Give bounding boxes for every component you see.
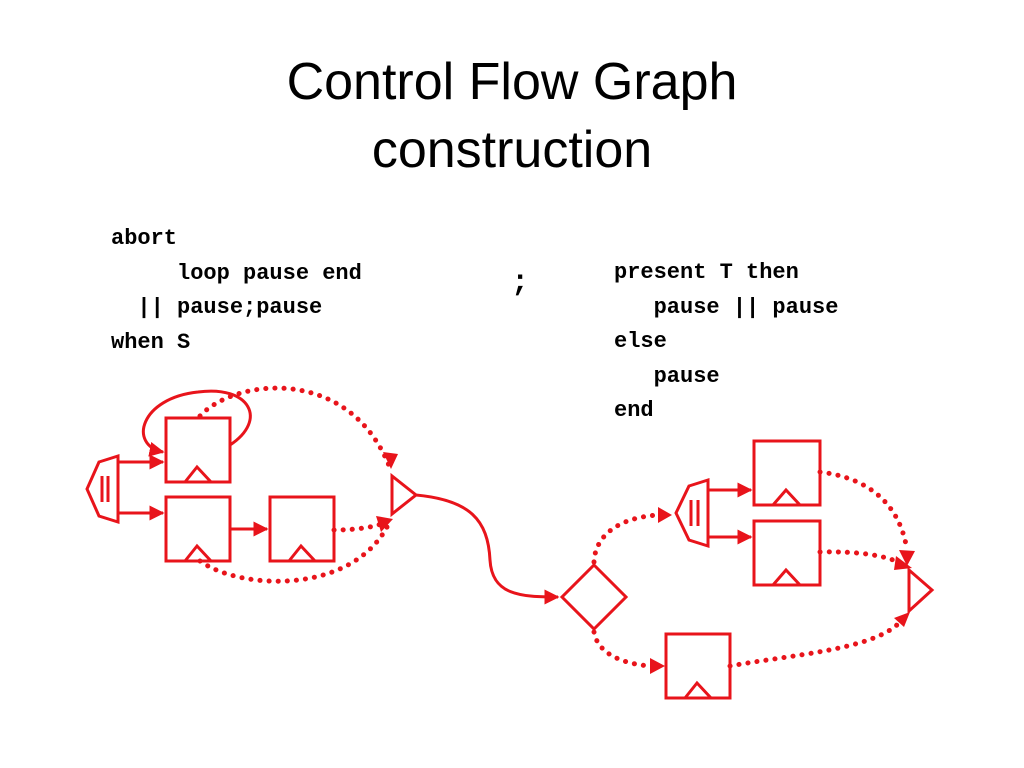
code-line: abort bbox=[111, 226, 178, 251]
pause-node bbox=[268, 495, 336, 563]
code-line: pause || pause bbox=[614, 294, 839, 320]
title-line-1: Control Flow Graph bbox=[286, 53, 738, 111]
left-graph bbox=[85, 385, 419, 584]
join-edge bbox=[817, 549, 901, 565]
arrowhead bbox=[658, 507, 672, 523]
code-line: present T then bbox=[614, 260, 799, 285]
code-line: else bbox=[614, 329, 667, 354]
code-block-right: present T then pause || pause else pause e… bbox=[614, 256, 838, 429]
pause-node bbox=[752, 519, 822, 587]
arrowhead bbox=[894, 556, 912, 570]
join-edge bbox=[817, 469, 910, 553]
right-graph bbox=[559, 439, 935, 700]
sequence-edge bbox=[415, 493, 560, 605]
join-node bbox=[907, 566, 935, 615]
pause-node bbox=[164, 416, 232, 484]
pause-node bbox=[664, 632, 732, 700]
pause-node bbox=[752, 439, 822, 507]
loop-edge bbox=[142, 389, 252, 457]
code-line: pause bbox=[614, 363, 720, 389]
present-test-node bbox=[559, 562, 629, 632]
pause-node bbox=[164, 495, 232, 563]
branch-edge bbox=[591, 512, 661, 565]
sequence-operator: ; bbox=[511, 266, 530, 300]
code-line: loop pause end bbox=[111, 260, 362, 286]
arrowhead bbox=[899, 550, 915, 566]
code-block-left: abort loop pause end || pause;pause when … bbox=[111, 222, 362, 360]
abort-edge bbox=[197, 385, 393, 471]
code-line: || pause;pause bbox=[111, 295, 323, 320]
code-line: end bbox=[614, 398, 654, 423]
title-line-2: construction bbox=[371, 121, 653, 179]
code-line: when S bbox=[111, 329, 191, 355]
arrowhead bbox=[383, 452, 398, 469]
abort-edge bbox=[197, 524, 390, 584]
fork-node bbox=[85, 453, 120, 525]
join-node bbox=[390, 472, 419, 518]
join-edge bbox=[727, 621, 901, 669]
fork-node bbox=[674, 477, 710, 549]
branch-edge bbox=[591, 629, 653, 669]
arrowhead bbox=[650, 658, 665, 674]
arrowhead bbox=[894, 612, 910, 627]
abort-edge bbox=[331, 519, 389, 533]
arrowhead bbox=[376, 516, 393, 532]
slide-title: Control Flow Graph construction bbox=[0, 48, 1024, 184]
